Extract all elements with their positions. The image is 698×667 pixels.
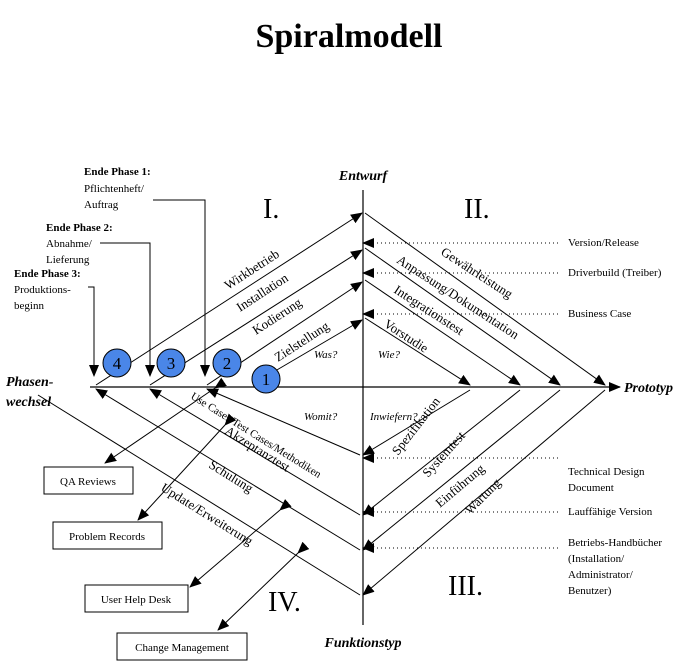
axis-left-label-2: wechsel (6, 395, 51, 410)
quadrant-4: IV. (268, 587, 301, 618)
quadrant-1: I. (263, 194, 279, 225)
phase-2-line-1: Abnahme/ (46, 238, 93, 250)
phase-2-title: Ende Phase 2: (46, 222, 113, 234)
right-item-tdd-2: Document (568, 482, 614, 494)
circle-2 (212, 348, 242, 378)
circle-3-label: 3 (167, 354, 176, 373)
page-title: Spiralmodell (255, 18, 443, 55)
right-item-handbuch-2: (Installation/ (568, 553, 625, 565)
q4-label-schulung: Schulung (206, 457, 256, 496)
phase-1-line-1: Pflichtenheft/ (84, 183, 145, 195)
user-help-desk-label: User Help Desk (101, 594, 172, 606)
right-item-handbuch-3: Administrator/ (568, 569, 634, 581)
dotted-arrowheads (362, 238, 374, 553)
problem-records-label: Problem Records (69, 531, 145, 543)
support-boxes (43, 466, 248, 661)
right-item-version-release: Version/Release (568, 237, 639, 249)
user-help-desk-box (84, 584, 189, 613)
right-item-handbuch-1: Betriebs-Handbücher (568, 537, 662, 549)
box-connectors (104, 377, 310, 631)
quadrant-2: II. (464, 194, 490, 225)
phase-1-line-2: Auftrag (84, 199, 119, 211)
qa-reviews-label: QA Reviews (60, 476, 116, 488)
phase-3-line-1: Produktions- (14, 284, 71, 296)
quadrant-3: III. (448, 571, 483, 602)
axis-right-label: Prototyp (624, 381, 673, 396)
right-item-lauffaehig: Lauffähige Version (568, 506, 653, 518)
phase-1-title: Ende Phase 1: (84, 166, 151, 178)
dotted-leaders (365, 242, 560, 549)
right-item-tdd-1: Technical Design (568, 466, 645, 478)
axis-left-label-1: Phasen- (6, 375, 54, 390)
circle-1 (251, 364, 281, 394)
change-management-label: Change Management (135, 642, 229, 654)
axis-top-label: Entwurf (338, 169, 389, 184)
qa-reviews-box (43, 466, 134, 495)
right-item-business-case: Business Case (568, 308, 631, 320)
circle-4-label: 4 (113, 354, 122, 373)
phase-2-line-2: Lieferung (46, 254, 90, 266)
q3-label-spezifikation: Spezifikation (389, 394, 444, 458)
question-womit: Womit? (304, 411, 338, 423)
right-item-driverbuild: Driverbuild (Treiber) (568, 267, 662, 279)
circle-3 (156, 348, 186, 378)
question-wie: Wie? (378, 349, 400, 361)
question-was: Was? (314, 349, 338, 361)
phase-circles (102, 348, 281, 394)
circle-4 (102, 348, 132, 378)
q3-label-systemtest: Systemtest (419, 428, 468, 480)
axis-bottom-label: Funktionstyp (323, 636, 401, 651)
phase-3-line-2: beginn (14, 300, 44, 312)
question-inwiefern: Inwiefern? (369, 411, 418, 423)
circle-1-label: 1 (262, 370, 271, 389)
change-management-box (116, 632, 248, 661)
phase-3-title: Ende Phase 3: (14, 268, 81, 280)
circle-2-label: 2 (223, 354, 232, 373)
problem-records-box (52, 521, 163, 550)
right-item-handbuch-4: Benutzer) (568, 585, 612, 597)
